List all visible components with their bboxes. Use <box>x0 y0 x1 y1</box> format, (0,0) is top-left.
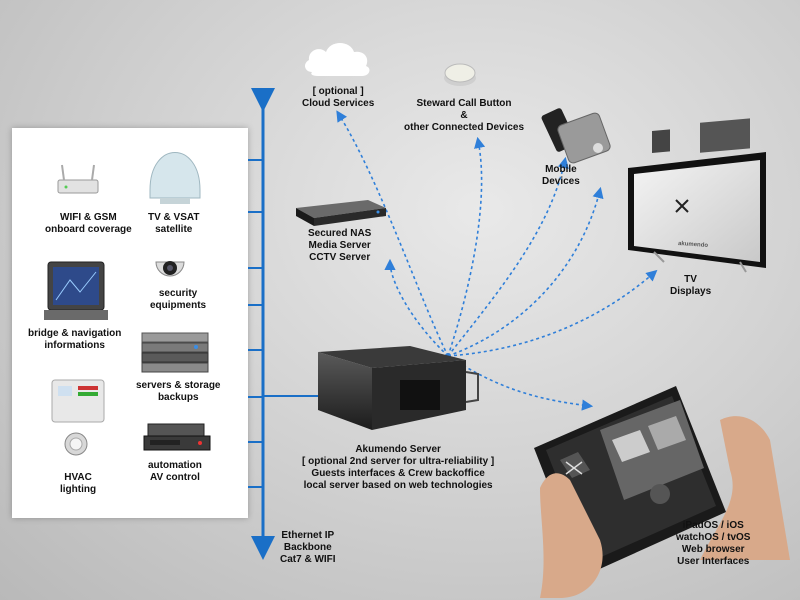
label-server: Akumendo Server[ optional 2nd server for… <box>302 444 495 491</box>
server-rack-icon <box>141 332 209 373</box>
label-cloud: [ optional ]Cloud Services <box>302 86 375 109</box>
nas-server-icon <box>296 200 386 226</box>
navigation-monitor-icon <box>44 261 108 320</box>
tv-brand: akumendo <box>677 240 709 250</box>
spot-light-icon <box>64 432 88 456</box>
akumendo-server-icon <box>318 346 479 430</box>
mobile-devices-icon <box>541 108 611 164</box>
tv-display-icon <box>628 118 766 273</box>
security-camera-icon <box>155 261 185 277</box>
systems-panel <box>12 128 248 518</box>
hvac-box-icon <box>51 379 105 423</box>
vsat-dome-icon <box>149 152 201 204</box>
hands-illustration <box>540 416 790 598</box>
av-control-icon <box>143 423 211 451</box>
label-steward: Steward Call Button&other Connected Devi… <box>404 98 525 133</box>
backbone-branches <box>248 159 325 488</box>
call-button-icon <box>444 63 476 86</box>
cloud-icon <box>305 43 370 76</box>
wifi-router-icon <box>57 164 99 194</box>
